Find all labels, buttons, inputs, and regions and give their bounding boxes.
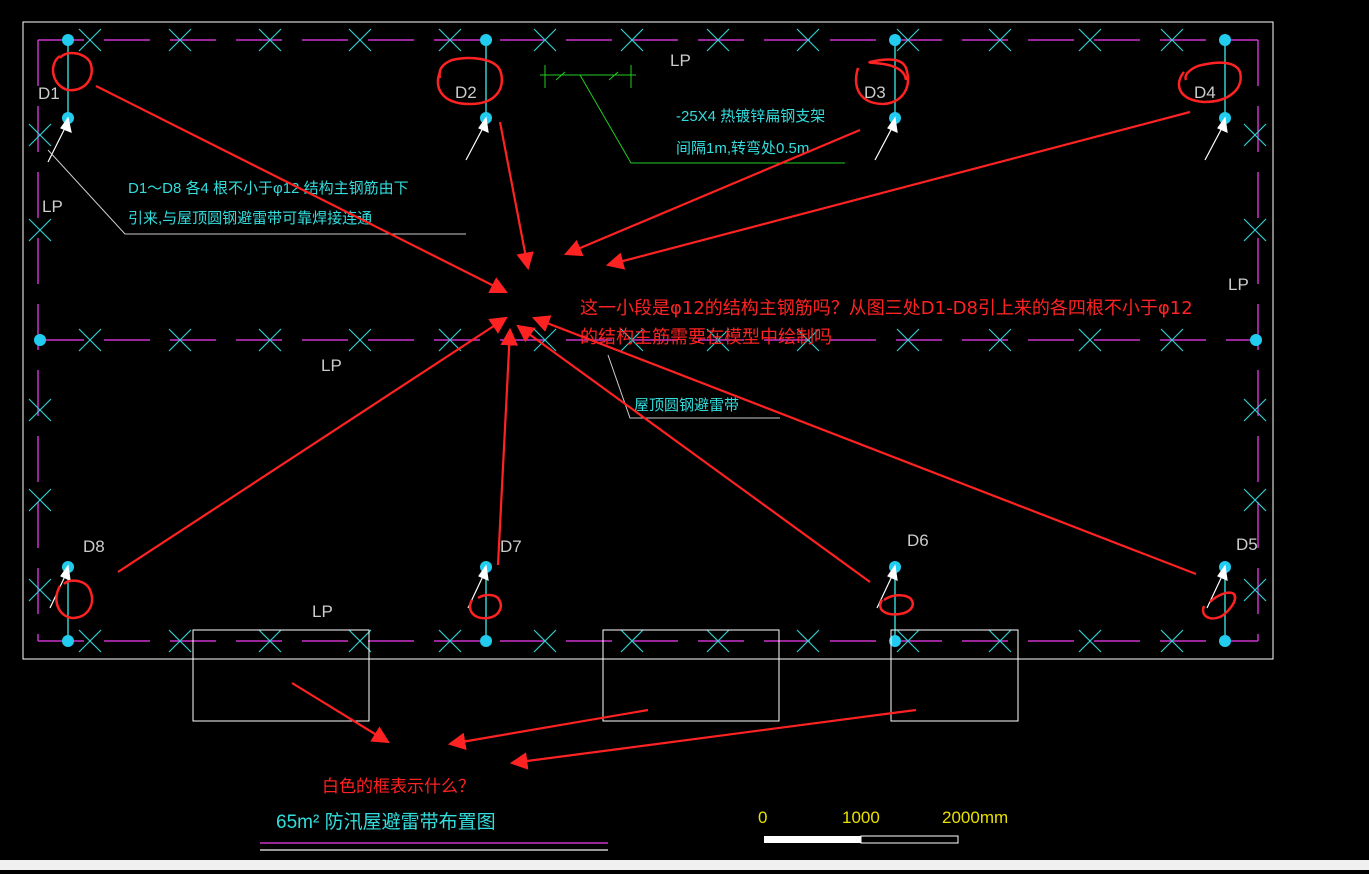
bracket-x-mark xyxy=(438,328,462,352)
label-d8: D8 xyxy=(83,537,105,556)
scale-bar: 0 1000 2000mm xyxy=(758,808,1008,844)
label-d7: D7 xyxy=(500,537,522,556)
red-markup-circles xyxy=(51,51,1242,620)
bracket-x-mark xyxy=(706,328,730,352)
bracket-x-mark xyxy=(348,629,372,653)
bracket-x-mark xyxy=(1078,629,1102,653)
bracket-x-mark xyxy=(896,328,920,352)
bracket-x-mark xyxy=(438,28,462,52)
bracket-x-mark xyxy=(78,328,102,352)
bracket-x-mark xyxy=(533,28,557,52)
drawing-title: 65m² 防汛屋避雷带布置图 xyxy=(276,811,496,833)
label-d3: D3 xyxy=(864,83,886,102)
connection-node xyxy=(1250,334,1262,346)
roof-band-note: 屋顶圆钢避雷带 xyxy=(634,397,739,414)
roof-band-lines xyxy=(37,39,1259,642)
label-d6: D6 xyxy=(907,531,929,550)
bracket-x-mark xyxy=(1243,488,1267,512)
label-lp-right: LP xyxy=(1228,275,1249,294)
bracket-x-mark xyxy=(988,28,1012,52)
bracket-x-mark xyxy=(78,629,102,653)
bracket-x-mark xyxy=(28,218,52,242)
bracket-x-mark xyxy=(796,328,820,352)
downlead-note-line1: D1～D8 各4 根不小于φ12 结构主钢筋由下 xyxy=(128,180,409,197)
bracket-x-mark xyxy=(620,28,644,52)
connection-node xyxy=(480,635,492,647)
bracket-x-mark xyxy=(620,629,644,653)
window-bottom-strip xyxy=(0,860,1369,870)
scale-tick-0: 0 xyxy=(758,808,767,827)
label-lp-bottom: LP xyxy=(312,602,333,621)
bracket-x-mark xyxy=(168,328,192,352)
bracket-x-mark xyxy=(1078,28,1102,52)
question-white-box: 白色的框表示什么？ xyxy=(322,777,475,797)
connection-node xyxy=(1219,34,1231,46)
bracket-note-line2: 间隔1m,转弯处0.5m xyxy=(676,140,809,157)
bracket-x-mark xyxy=(258,629,282,653)
label-d1: D1 xyxy=(38,84,60,103)
connection-node xyxy=(62,635,74,647)
bracket-x-mark xyxy=(533,328,557,352)
white-boxes xyxy=(192,629,1019,722)
bracket-x-mark xyxy=(533,629,557,653)
downlead-arrows xyxy=(47,116,1228,609)
bracket-x-mark xyxy=(168,28,192,52)
bracket-x-mark xyxy=(1160,629,1184,653)
label-lp-center: LP xyxy=(321,356,342,375)
note-leaders xyxy=(47,65,845,419)
bracket-x-mark xyxy=(1243,123,1267,147)
bracket-x-mark xyxy=(438,629,462,653)
scale-tick-1000: 1000 xyxy=(842,808,880,827)
bracket-x-mark xyxy=(706,28,730,52)
label-d2: D2 xyxy=(455,83,477,102)
bracket-x-mark xyxy=(796,629,820,653)
bracket-x-mark xyxy=(28,488,52,512)
bracket-x-mark xyxy=(1243,218,1267,242)
label-d4: D4 xyxy=(1194,83,1216,102)
bracket-x-mark xyxy=(348,328,372,352)
bracket-x-mark xyxy=(28,123,52,147)
title-underline xyxy=(260,842,608,851)
bracket-x-mark xyxy=(1243,398,1267,422)
connection-node xyxy=(889,635,901,647)
bracket-x-mark xyxy=(1243,578,1267,602)
connection-node xyxy=(34,334,46,346)
bracket-x-mark xyxy=(168,629,192,653)
scale-tick-2000: 2000mm xyxy=(942,808,1008,827)
label-lp-top: LP xyxy=(670,51,691,70)
question-rebar-line2: 的结构主筋需要在模型中绘制吗 xyxy=(580,327,832,348)
bracket-x-mark xyxy=(988,629,1012,653)
bracket-x-mark xyxy=(258,328,282,352)
bracket-x-mark xyxy=(706,629,730,653)
question-rebar-line1: 这一小段是φ12的结构主钢筋吗？从图三处D1-D8引上来的各四根不小于φ12 xyxy=(580,298,1193,319)
label-lp-left: LP xyxy=(42,197,63,216)
bracket-x-mark xyxy=(1078,328,1102,352)
bracket-x-mark xyxy=(896,629,920,653)
bracket-x-mark xyxy=(28,578,52,602)
downlead-note-line2: 引来,与屋顶圆钢避雷带可靠焊接连通 xyxy=(128,210,372,227)
bracket-x-mark xyxy=(78,28,102,52)
bracket-support-marks xyxy=(28,28,1267,653)
bracket-x-mark xyxy=(28,398,52,422)
red-arrows xyxy=(95,85,1197,770)
outer-frame xyxy=(22,21,1274,660)
bracket-x-mark xyxy=(1160,328,1184,352)
bracket-x-mark xyxy=(348,28,372,52)
bracket-x-mark xyxy=(1160,28,1184,52)
bracket-x-mark xyxy=(796,28,820,52)
bracket-x-mark xyxy=(620,328,644,352)
connection-node xyxy=(1219,635,1231,647)
label-d5: D5 xyxy=(1236,535,1258,554)
connection-node xyxy=(62,34,74,46)
bracket-x-mark xyxy=(896,28,920,52)
bracket-x-mark xyxy=(258,28,282,52)
connection-node xyxy=(889,34,901,46)
bracket-note-line1: -25X4 热镀锌扁钢支架 xyxy=(676,108,825,125)
connection-node xyxy=(480,34,492,46)
bracket-x-mark xyxy=(988,328,1012,352)
